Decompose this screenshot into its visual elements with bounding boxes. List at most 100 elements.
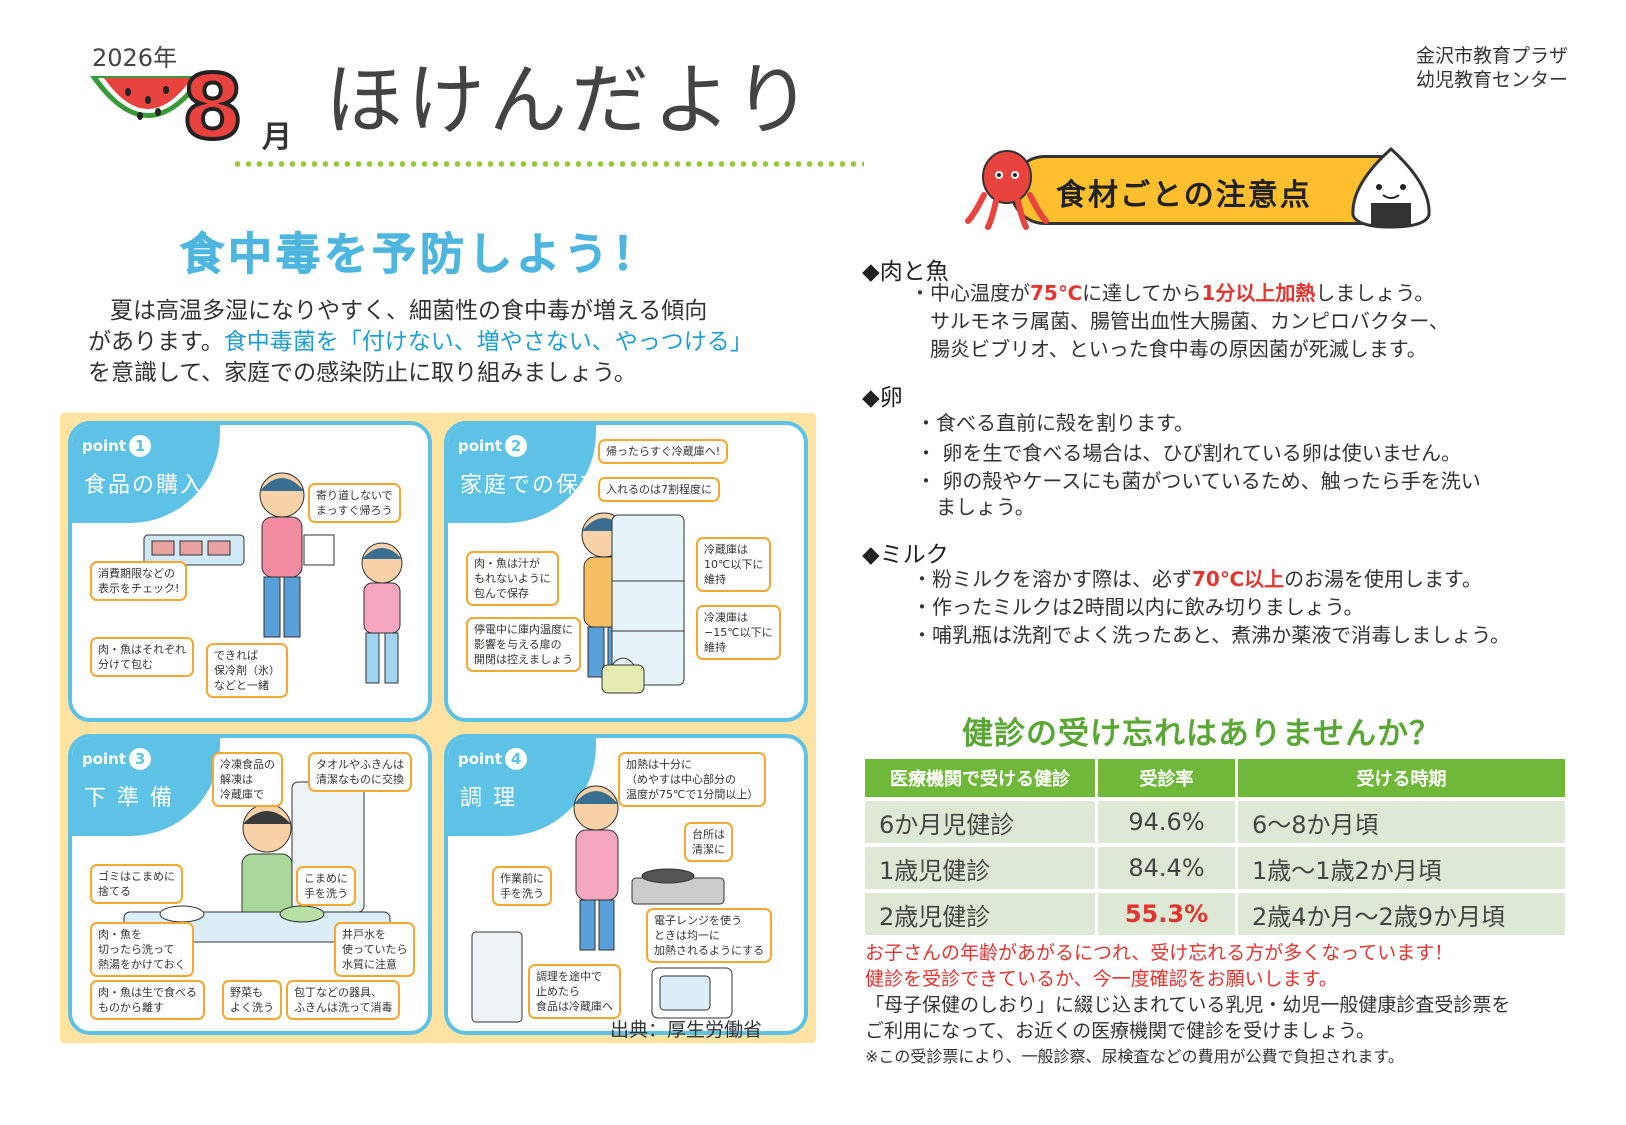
intro-line-2: があります。食中毒菌を「付けない、増やさない、やっつける」 bbox=[88, 327, 808, 358]
shelf-illustration bbox=[143, 534, 245, 566]
checkup-period: 2歳4か月～2歳9か月頃 bbox=[1235, 893, 1565, 935]
egg-line-4: ましょう。 bbox=[936, 495, 1035, 519]
note: ゴミはこまめに 捨てる bbox=[90, 864, 183, 904]
meat-line-3: 腸炎ビブリオ、といった食中毒の原因菌が死滅します。 bbox=[930, 337, 1427, 361]
text: ・粉ミルクを溶かす際は、必ず bbox=[912, 567, 1192, 591]
year-label: 2026年 bbox=[92, 44, 178, 72]
note: 井戸水を 使っていたら 水質に注意 bbox=[334, 922, 416, 977]
text: しましょう。 bbox=[1315, 281, 1435, 305]
table-row: 1歳児健診 84.4% 1歳～1歳2か月頃 bbox=[865, 847, 1565, 889]
checkup-notice: お子さんの年齢があがるにつれ、受け忘れる方が多くなっています！ 健診を受診できて… bbox=[865, 940, 1575, 1070]
meat-fish-heading: ◆肉と魚 bbox=[862, 259, 949, 285]
point-word: point bbox=[82, 437, 127, 455]
rice-ball-icon bbox=[1351, 146, 1431, 229]
checkup-name: 2歳児健診 bbox=[865, 893, 1095, 935]
note: 加熱は十分に （めやすは中心部分の 温度が75℃で1分間以上） bbox=[618, 752, 767, 807]
checkup-rate: 84.4% bbox=[1095, 847, 1235, 889]
cook-illustration bbox=[573, 785, 619, 951]
shopper-illustration bbox=[259, 472, 335, 638]
egg-line-2: ・ 卵を生で食べる場合は、ひび割れている卵は使いません。 bbox=[916, 441, 1462, 465]
point-number: 1 bbox=[129, 435, 152, 457]
note: 電子レンジを使う ときは均一に 加熱されるようにする bbox=[646, 908, 773, 963]
bag-icon bbox=[601, 657, 645, 694]
info-line-1: 「母子保健のしおり」に綴じ込まれている乳児・幼児一般健康診査受診票を bbox=[865, 994, 1511, 1016]
checkup-heading: 健診の受け忘れはありませんか？ bbox=[962, 716, 1442, 752]
column-header: 受ける時期 bbox=[1235, 759, 1565, 797]
point-number: 3 bbox=[129, 748, 152, 770]
checkup-name: 1歳児健診 bbox=[865, 847, 1095, 889]
info-line-2: ご利用になって、お近くの医療機関で健診を受けましょう。 bbox=[865, 1020, 1375, 1042]
text: に達してから bbox=[1082, 281, 1202, 305]
egg-heading: ◆卵 bbox=[862, 385, 903, 411]
microwave-icon bbox=[651, 967, 733, 1019]
intro-line-3: を意識して、家庭での感染防止に取り組みましょう。 bbox=[88, 360, 637, 386]
checkup-rate: 94.6% bbox=[1095, 801, 1235, 843]
note: 帰ったらすぐ冷蔵庫へ! bbox=[598, 439, 729, 464]
child-illustration bbox=[361, 542, 403, 684]
fridge-icon bbox=[471, 931, 523, 1023]
checkup-table: 医療機関で受ける健診 受診率 受ける時期 6か月児健診 94.6% 6～8か月頃… bbox=[865, 755, 1565, 939]
note: 消費期限などの 表示をチェック! bbox=[90, 561, 188, 601]
warning-line-2: 健診を受診できているか、今一度確認をお願いします。 bbox=[865, 968, 1338, 990]
egg-line-1: ・食べる直前に殻を割ります。 bbox=[916, 411, 1194, 435]
milk-line-3: ・哺乳瓶は洗剤でよく洗ったあと、煮沸か薬液で消毒しましょう。 bbox=[912, 623, 1510, 647]
checkup-name: 6か月児健診 bbox=[865, 801, 1095, 843]
point-number: 4 bbox=[505, 748, 528, 770]
note: タオルやふきんは 清潔なものに交換 bbox=[308, 752, 412, 792]
point-title: 家庭での保存 bbox=[460, 473, 605, 498]
note: 調理を途中で 止めたら 食品は冷蔵庫へ bbox=[528, 964, 621, 1019]
banner-title: 食材ごとの注意点 bbox=[1056, 178, 1312, 213]
point-number: 2 bbox=[505, 435, 528, 457]
intro-highlight: 食中毒菌を「付けない、増やさない、やっつける」 bbox=[223, 329, 753, 355]
month-kanji: 月 bbox=[262, 120, 292, 155]
note: 冷蔵庫は 10℃以下に 維持 bbox=[696, 537, 772, 592]
cook-prep-illustration bbox=[241, 803, 293, 925]
month-number: 8 bbox=[180, 56, 245, 159]
note: 作業前に 手を洗う bbox=[492, 866, 552, 906]
checkup-period: 1歳～1歳2か月頃 bbox=[1235, 847, 1565, 889]
org-line-2: 幼児教育センター bbox=[1415, 69, 1568, 91]
temp-70-highlight: 70℃以上 bbox=[1192, 567, 1285, 591]
intro-paragraph: 夏は高温多湿になりやすく、細菌性の食中毒が増える傾向 があります。食中毒菌を「付… bbox=[88, 296, 808, 389]
stove-icon bbox=[631, 868, 725, 905]
milk-heading: ◆ミルク bbox=[862, 542, 949, 568]
meat-line-2: サルモネラ属菌、腸管出血性大腸菌、カンピロバクター、 bbox=[930, 309, 1449, 333]
column-header: 受診率 bbox=[1095, 759, 1235, 797]
checkup-period: 6～8か月頃 bbox=[1235, 801, 1565, 843]
footnote: ※この受診票により、一般診察、尿検査などの費用が公費で負担されます。 bbox=[865, 1047, 1404, 1066]
intro-text: があります。 bbox=[88, 329, 224, 355]
text: のお湯を使用します。 bbox=[1284, 567, 1483, 591]
table-row: 2歳児健診 55.3% 2歳4か月～2歳9か月頃 bbox=[865, 893, 1565, 935]
octopus-icon bbox=[965, 150, 1049, 230]
note: 停電中に庫内温度に 影響を与える扉の 開閉は控えましょう bbox=[466, 617, 581, 672]
point-title: 食品の購入 bbox=[84, 473, 205, 498]
org-line-1: 金沢市教育プラザ bbox=[1415, 45, 1568, 67]
note: 冷凍庫は −15℃以下に 維持 bbox=[696, 605, 781, 660]
temp-75-highlight: 75℃ bbox=[1030, 281, 1083, 305]
note: こまめに 手を洗う bbox=[296, 866, 356, 906]
dotted-divider bbox=[232, 160, 864, 168]
meat-line-1: ・中心温度が75℃に達してから1分以上加熱しましょう。 bbox=[910, 280, 1434, 306]
fridge-icon bbox=[611, 514, 685, 686]
milk-line-1: ・粉ミルクを溶かす際は、必ず70℃以上のお湯を使用します。 bbox=[912, 566, 1482, 592]
note: 肉・魚は生で食べる ものから離す bbox=[90, 980, 205, 1020]
note: 冷凍食品の 解凍は 冷蔵庫で bbox=[212, 752, 283, 807]
milk-line-2: ・作ったミルクは2時間以内に飲み切りましょう。 bbox=[912, 595, 1364, 619]
table-row: 6か月児健診 94.6% 6～8か月頃 bbox=[865, 801, 1565, 843]
note: 台所は 清潔に bbox=[684, 822, 733, 862]
column-header: 医療機関で受ける健診 bbox=[865, 759, 1095, 797]
checkup-rate: 55.3% bbox=[1095, 893, 1235, 935]
text: ・中心温度が bbox=[910, 281, 1030, 305]
newsletter-title: ほけんだより bbox=[325, 56, 816, 146]
point-title: 下 準 備 bbox=[84, 786, 174, 811]
note: 肉・魚はそれぞれ 分けて包む bbox=[90, 637, 194, 677]
warning-line-1: お子さんの年齢があがるにつれ、受け忘れる方が多くなっています！ bbox=[865, 942, 1454, 964]
